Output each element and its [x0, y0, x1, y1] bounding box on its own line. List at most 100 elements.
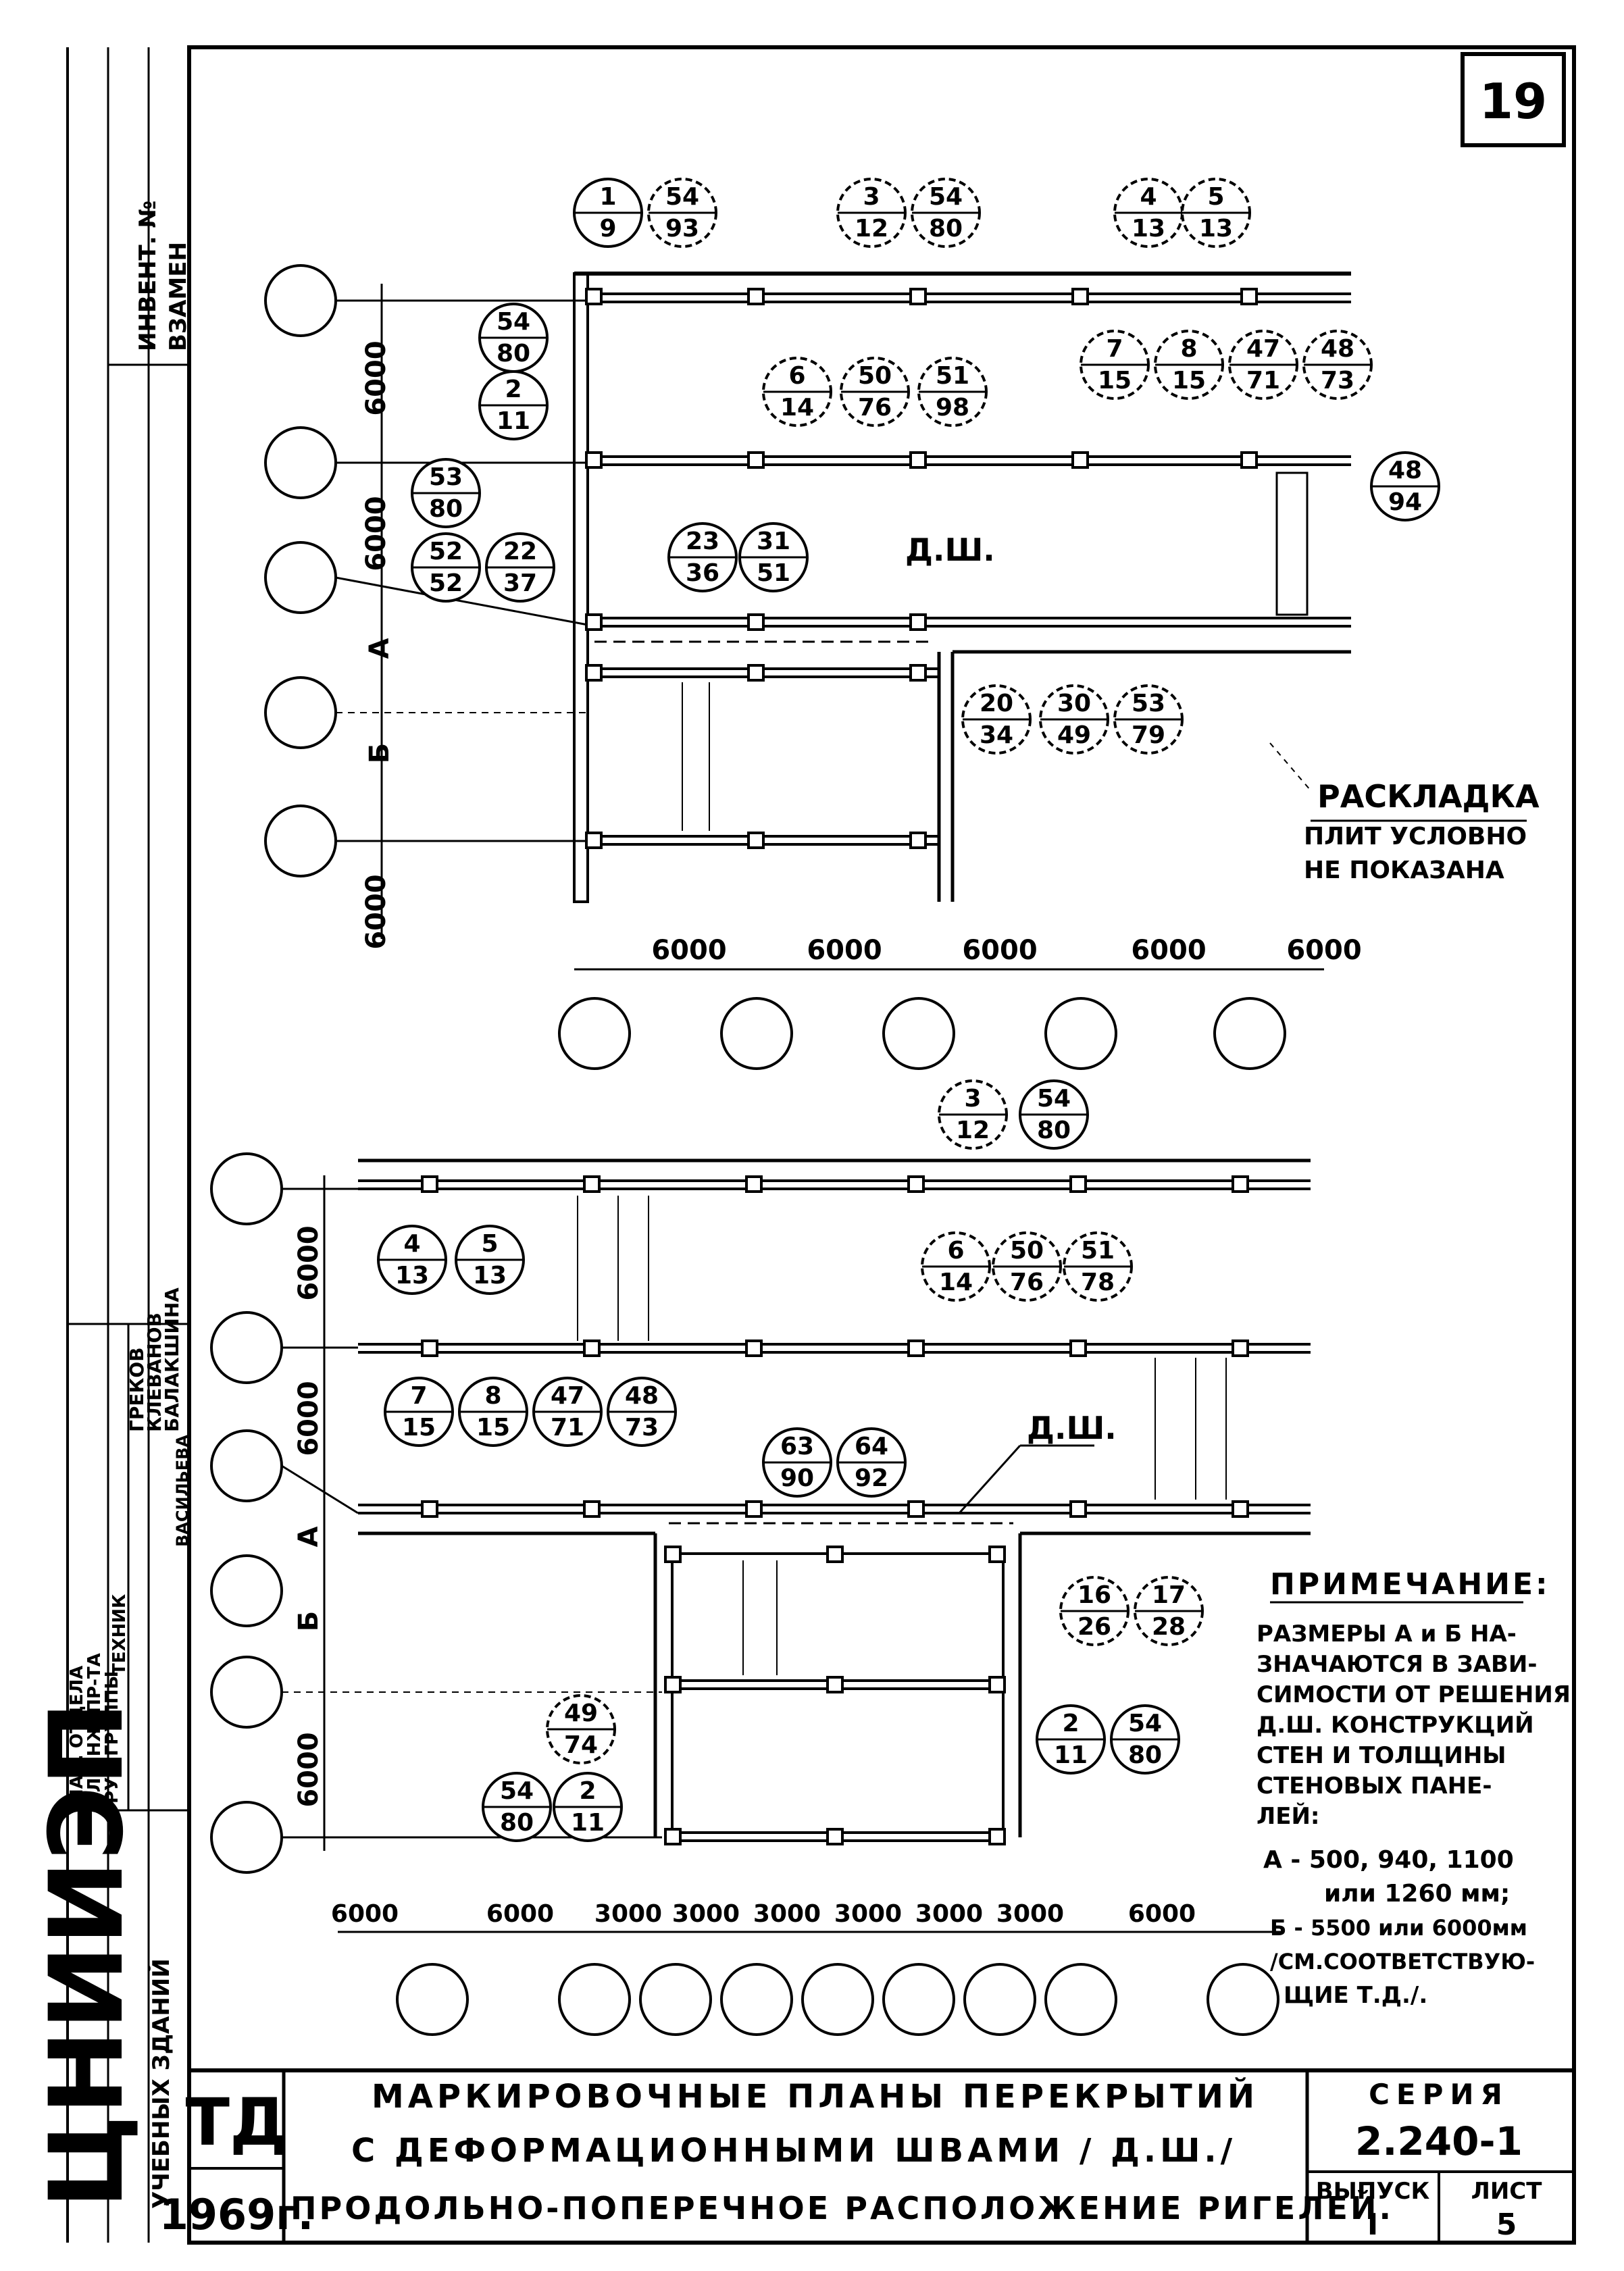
dim-b-9: 6000 — [1128, 1900, 1196, 1928]
note-line-7: ЛЕЙ: — [1257, 1802, 1320, 1830]
mark-num: 20 — [980, 690, 1013, 717]
sheet-frame — [187, 45, 1576, 2245]
column — [585, 613, 603, 631]
axis-bubble — [720, 1963, 793, 2036]
mark-num: 4 — [403, 1230, 420, 1258]
mark-den: 51 — [757, 559, 790, 587]
note-line-9: или 1260 мм; — [1324, 1880, 1510, 1908]
column — [745, 1500, 763, 1518]
axis-bubble — [1044, 1963, 1117, 2036]
mark-num: 53 — [1132, 690, 1165, 717]
note-line-11: /СМ.СООТВЕТСТВУЮ- — [1270, 1949, 1535, 1974]
mark-den: 80 — [429, 495, 463, 523]
column — [1071, 451, 1089, 469]
stamp-role-1: НАЧ. ОТДЕЛА — [67, 1666, 87, 1804]
wall-left — [573, 272, 589, 903]
dim-bottom-left-3: 6000 — [293, 1732, 324, 1807]
mark-den: 94 — [1388, 488, 1422, 516]
column — [988, 1828, 1006, 1845]
mark-den: 9 — [599, 215, 616, 243]
axis-a-top: А — [364, 638, 395, 659]
axis-bubble — [963, 1963, 1036, 2036]
column — [826, 1676, 844, 1693]
column — [1240, 451, 1258, 469]
column — [907, 1339, 925, 1357]
mark-den: 13 — [473, 1262, 507, 1290]
mark-den: 13 — [1132, 215, 1165, 243]
dim-b-7: 3000 — [915, 1900, 983, 1928]
axis-bubble — [1044, 997, 1117, 1070]
mark-den: 11 — [497, 407, 530, 435]
column — [747, 832, 765, 849]
column — [1069, 1175, 1087, 1193]
axis-bubble — [639, 1963, 712, 2036]
note-line-3: СИМОСТИ ОТ РЕШЕНИЯ — [1257, 1681, 1571, 1708]
stamp-vzamen: ВЗАМЕН — [165, 242, 192, 351]
series-value: 2.240-1 — [1355, 2118, 1523, 2164]
issue-label: ВЫПУСК — [1316, 2178, 1430, 2205]
axis-line — [335, 576, 588, 626]
column — [909, 613, 927, 631]
mark-num: 54 — [929, 183, 963, 211]
note-block: ПРИМЕЧАНИЕ: РАЗМЕРЫ А и Б НА- ЗНАЧАЮТСЯ … — [1257, 1567, 1571, 2009]
joint-label-bottom: Д.Ш. — [1027, 1410, 1117, 1446]
mark-den: 71 — [551, 1414, 584, 1441]
dim-top-bottom-5: 6000 — [1286, 935, 1361, 966]
column — [421, 1339, 438, 1357]
axis-bubble — [396, 1963, 469, 2036]
mark-den: 12 — [855, 215, 888, 243]
axis-bubble — [264, 676, 337, 749]
name-3: БАЛАКШИНА — [161, 1287, 183, 1432]
note-line-6: СТЕНОВЫХ ПАНЕ- — [1257, 1772, 1492, 1800]
column — [745, 1339, 763, 1357]
dim-top-bottom-4: 6000 — [1131, 935, 1206, 966]
axis-bubble — [1213, 997, 1286, 1070]
column — [747, 613, 765, 631]
mark-den: 14 — [780, 394, 814, 422]
column — [1232, 1339, 1249, 1357]
stamp-role-2: ГЛ.ИНЖ.ПР-ТА — [84, 1653, 105, 1804]
stamp-name-3: БАЛАКШИНА — [161, 1287, 183, 1432]
column — [907, 1500, 925, 1518]
column — [747, 288, 765, 305]
mark-num: 51 — [1081, 1237, 1115, 1265]
columns-bottom — [421, 1175, 1249, 1845]
stamp-name-1: ГРЕКОВ — [126, 1347, 148, 1432]
note-line-12: ЩИЕ Т.Д./. — [1284, 1982, 1427, 2009]
stamp-name-2: КЛЕВАНОВ — [143, 1312, 166, 1432]
mark-num: 4 — [1140, 183, 1157, 211]
column — [826, 1828, 844, 1845]
axis-bubble — [1207, 1963, 1279, 2036]
title-line-1: МАРКИРОВОЧНЫЕ ПЛАНЫ ПЕРЕКРЫТИЙ — [372, 2077, 1259, 2116]
mark-num: 1 — [599, 183, 616, 211]
mark-num: 30 — [1057, 690, 1091, 717]
stamp-role-3: РУК.ГРУППЫ — [102, 1671, 122, 1804]
axis-bubble — [210, 1801, 283, 1874]
mark-num: 53 — [429, 463, 463, 491]
mark-den: 15 — [1098, 367, 1132, 394]
mark-num: 7 — [410, 1382, 427, 1410]
axis-bubble — [210, 1656, 283, 1729]
mark-num: 54 — [500, 1777, 534, 1805]
mark-den: 76 — [1010, 1269, 1044, 1296]
note-line-10: Б - 5500 или 6000мм — [1270, 1915, 1527, 1941]
dim-b-6: 3000 — [834, 1900, 902, 1928]
column — [421, 1500, 438, 1518]
layout-note-leader — [1269, 742, 1311, 791]
org-sub-group: УЧЕБНЫХ ЗДАНИЙ — [147, 1958, 175, 2209]
mark-num: 54 — [1037, 1085, 1071, 1113]
axis-bubble — [264, 805, 337, 877]
mark-den: 93 — [665, 215, 699, 243]
axis-bubble — [801, 1963, 874, 2036]
axis-bubble — [882, 997, 955, 1070]
dim-top-bottom-2: 6000 — [807, 935, 882, 966]
mark-den: 11 — [571, 1809, 605, 1837]
mark-den: 74 — [564, 1731, 598, 1759]
axis-b-bottom: Б — [293, 1611, 324, 1632]
mark-den: 28 — [1152, 1613, 1186, 1641]
role-1: НАЧ. ОТДЕЛА — [67, 1666, 87, 1804]
dim-b-4: 3000 — [672, 1900, 740, 1928]
note-line-1: РАЗМЕРЫ А и Б НА- — [1257, 1621, 1517, 1648]
mark-den: 36 — [686, 559, 719, 587]
